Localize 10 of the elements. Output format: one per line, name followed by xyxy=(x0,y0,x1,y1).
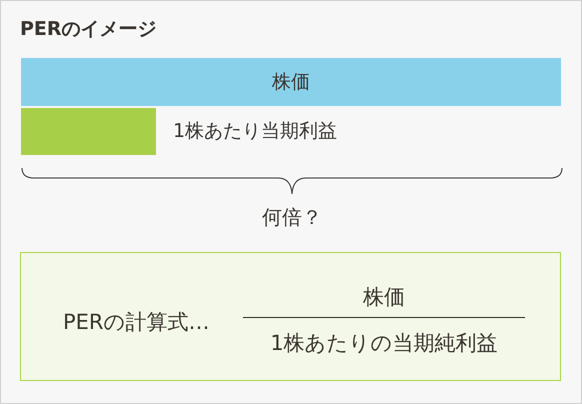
formula-panel xyxy=(20,252,561,381)
bar-label: 株価 xyxy=(272,70,310,95)
stock-price-bar xyxy=(21,58,561,106)
diagram-title: PERのイメージ xyxy=(20,17,157,41)
formula-label: PERの計算式… xyxy=(63,309,210,335)
bar-label: 1株あたり当期利益 xyxy=(173,119,338,144)
question-label: 何倍？ xyxy=(262,204,322,230)
denominator: 1株あたりの当期純利益 xyxy=(270,330,498,356)
numerator: 株価 xyxy=(363,284,405,310)
earnings-bar xyxy=(21,108,156,155)
